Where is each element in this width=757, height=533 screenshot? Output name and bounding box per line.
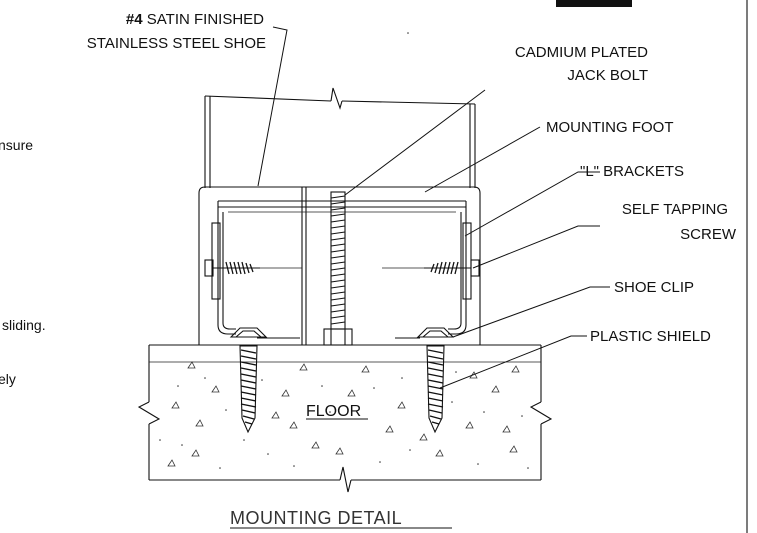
- self-tapping-screw-label-line2: SCREW: [680, 226, 737, 243]
- plastic-shield-label: PLASTIC SHIELD: [590, 328, 711, 345]
- shoe-label-rest: SATIN FINISHED: [143, 11, 265, 28]
- l-brackets: [211, 222, 472, 300]
- shoe-clip-label: SHOE CLIP: [614, 279, 694, 296]
- leader-lines: [257, 26, 610, 389]
- floor-label: FLOOR: [306, 403, 361, 420]
- jack-bolt-label-line1: CADMIUM PLATED: [515, 44, 648, 61]
- detail-title: MOUNTING DETAIL: [230, 508, 402, 528]
- cropped-text-fragment-1: nsure: [0, 137, 33, 153]
- mounting-foot-label: MOUNTING FOOT: [546, 119, 674, 136]
- floor-slab: [137, 344, 553, 493]
- self-tapping-screw-label-line1: SELF TAPPING: [622, 201, 728, 218]
- stainless-steel-shoe: [198, 87, 481, 345]
- cropped-text-fragment-3: ely: [0, 371, 16, 387]
- jack-bolt-label-line2: JACK BOLT: [567, 67, 648, 84]
- anchor-screws: [239, 345, 445, 434]
- top-right-bar: [556, 0, 632, 7]
- shoe-label-line2: STAINLESS STEEL SHOE: [87, 35, 266, 52]
- shoe-clips: [229, 327, 455, 339]
- concrete-specks: [159, 371, 529, 469]
- stray-dot: [407, 32, 409, 34]
- concrete-aggregate: [167, 361, 520, 467]
- jack-bolt: [323, 191, 353, 346]
- self-tapping-screws: [204, 259, 480, 277]
- mounting-foot: [217, 200, 467, 335]
- shoe-label-line1: #4 SATIN FINISHED: [126, 11, 264, 28]
- l-brackets-label: "L" BRACKETS: [580, 163, 684, 180]
- cropped-text-fragment-2: sliding.: [2, 317, 46, 333]
- shoe-label-bold-part: #4: [126, 11, 143, 28]
